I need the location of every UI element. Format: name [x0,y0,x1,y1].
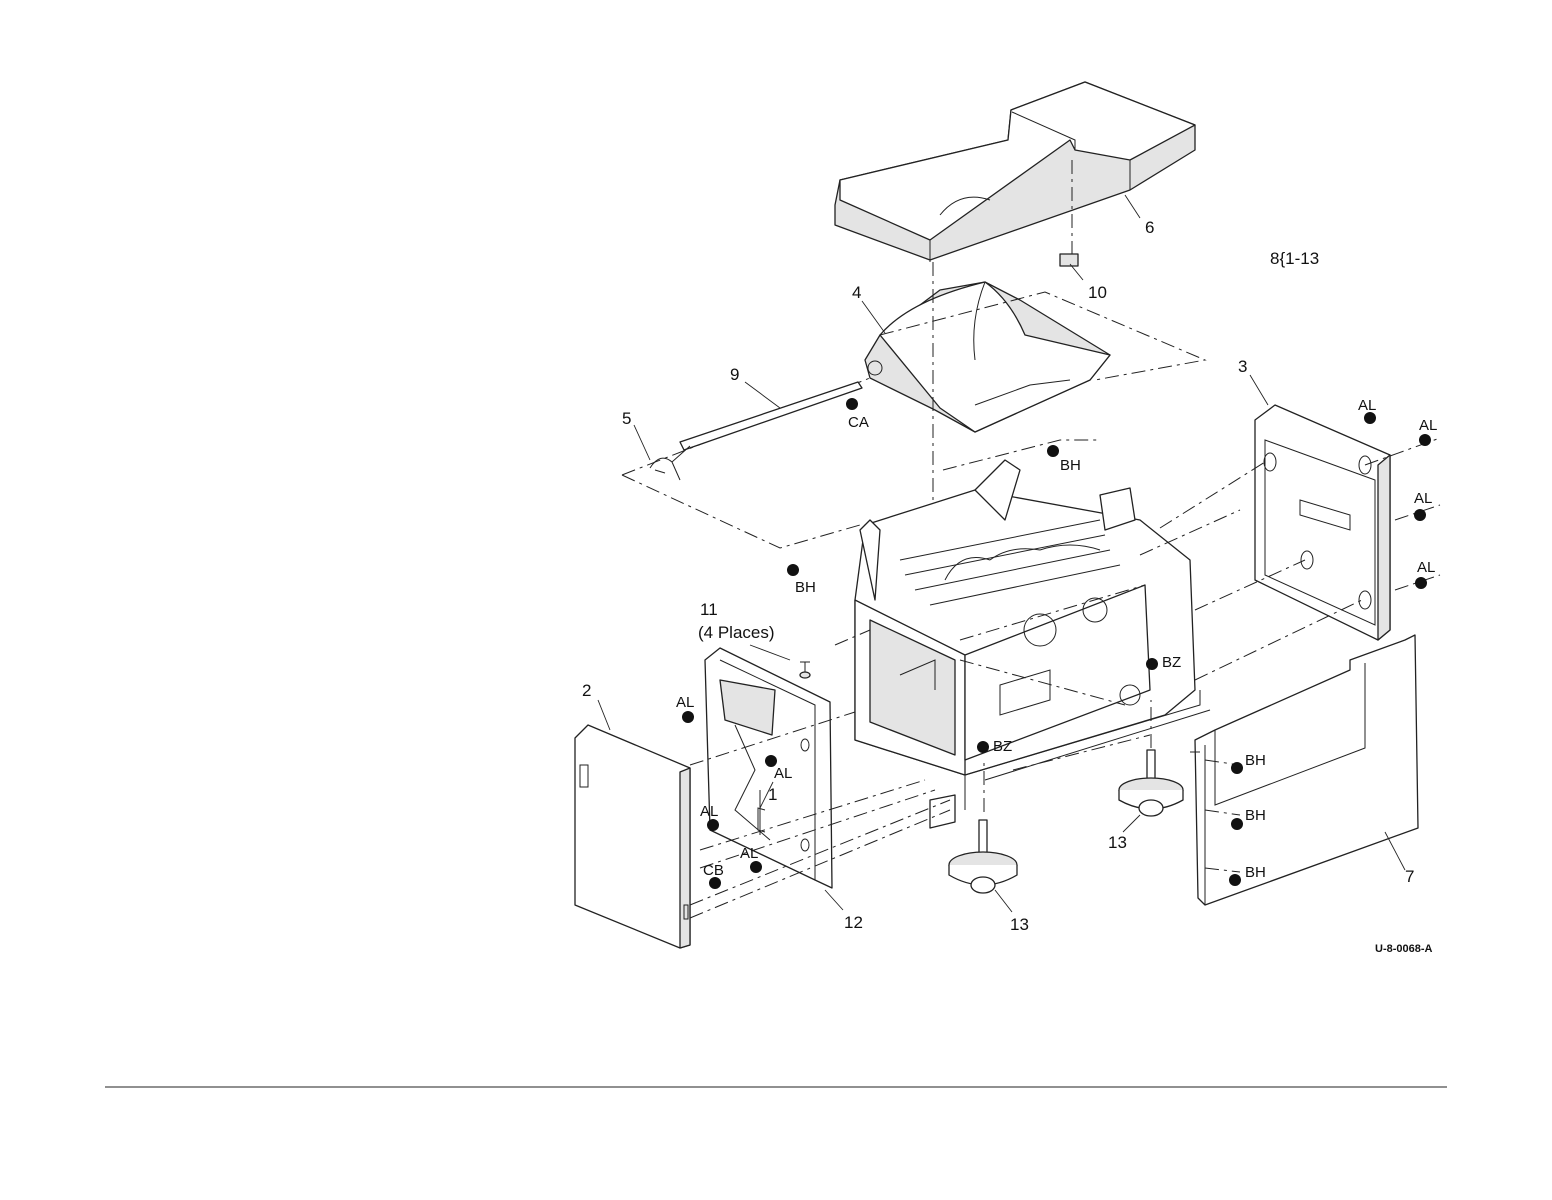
fastener-bh-p2: BH [1245,807,1266,824]
rear-panel-part-7 [1195,635,1418,905]
fastener-bh-p1: BH [1245,752,1266,769]
callout-4: 4 [852,283,861,302]
fastener-bz-center: BZ [993,738,1012,755]
top-cover-part-6 [835,82,1195,262]
fastener-al-l2: AL [774,765,792,782]
callout-9: 9 [730,365,739,384]
callout-2: 2 [582,681,591,700]
left-frame-part-12 [705,648,832,888]
main-frame-assembly [855,460,1210,828]
screw-part-11 [800,662,810,678]
fastener-bh-top: BH [1060,457,1081,474]
drawing-number: U-8-0068-A [1375,943,1433,955]
callout-13-center: 13 [1010,915,1029,934]
callout-6: 6 [1145,218,1154,237]
callout-3: 3 [1238,357,1247,376]
callout-11-note: (4 Places) [698,623,775,642]
callout-10: 10 [1088,283,1107,302]
fastener-bh-p3: BH [1245,864,1266,881]
callout-5: 5 [622,409,631,428]
fastener-bh-left: BH [795,579,816,596]
fastener-al-l4: AL [740,845,758,862]
fastener-al-l1: AL [676,694,694,711]
left-cover-part-2 [575,725,690,948]
foot-part-13-center [949,820,1017,893]
fastener-al-r4: AL [1417,559,1435,576]
callout-13-right: 13 [1108,833,1127,852]
callout-11: 11 [700,600,718,619]
clip-part-10 [1060,254,1078,266]
fastener-ca: CA [848,414,869,431]
fastener-al-r3: AL [1414,490,1432,507]
right-cover-part-3 [1255,405,1390,640]
callout-1: 1 [768,785,777,804]
callout-12: 12 [844,913,863,932]
fastener-bz-right: BZ [1162,654,1181,671]
fastener-al-r2: AL [1419,417,1437,434]
figure-id: 8{1-13 [1270,249,1319,268]
fastener-cb: CB [703,862,724,879]
spring-part-5 [650,446,690,480]
callout-7: 7 [1405,867,1414,886]
foot-part-13-right [1119,750,1183,816]
fastener-al-l3: AL [700,803,718,820]
fastener-al-r1: AL [1358,397,1376,414]
shaft-part-9 [680,382,862,450]
